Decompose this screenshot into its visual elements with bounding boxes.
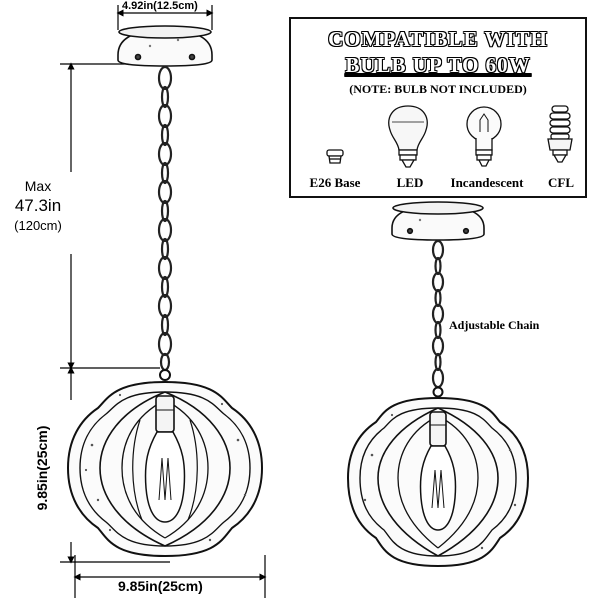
max-length-cm-label: (120cm) <box>14 218 62 233</box>
pendant-light-right <box>346 201 530 568</box>
canopy-right <box>391 201 485 241</box>
max-length-dimension <box>60 62 160 370</box>
bulb-note: (NOTE: BULB NOT INCLUDED) <box>349 82 527 96</box>
bulb-label-cfl: CFL <box>548 175 574 190</box>
bulb-label-incandescent: Incandescent <box>450 175 524 190</box>
led-bulb-icon <box>388 105 428 168</box>
shade-width-dimension <box>73 555 267 598</box>
max-length-label: 47.3in <box>14 196 62 215</box>
shade-height-label: 9.85in(25cm) <box>34 425 50 511</box>
canopy-width-dimension <box>116 5 214 30</box>
pendant-light-left <box>66 25 264 558</box>
shade-height-dimension <box>60 366 170 564</box>
e26-base-icon <box>326 149 344 164</box>
compat-title-line2: BULB UP TO 60W <box>345 53 531 77</box>
canopy-width-label: 4.92in(12.5cm) <box>122 0 198 12</box>
chain-left <box>157 65 173 372</box>
bulb-compatibility-panel: COMPATIBLE WITH BULB UP TO 60W (NOTE: BU… <box>289 17 587 198</box>
cage-left <box>66 369 264 558</box>
bulb-label-e26: E26 Base <box>309 175 361 190</box>
max-label: Max <box>24 178 52 194</box>
shade-width-label: 9.85in(25cm) <box>118 578 203 594</box>
chain-right <box>431 239 445 389</box>
compat-title-line1: COMPATIBLE WITH <box>328 27 548 51</box>
incandescent-bulb-icon <box>466 106 502 167</box>
canopy-left <box>117 25 213 67</box>
adjustable-chain-label: Adjustable Chain <box>449 318 540 332</box>
bulb-label-led: LED <box>396 175 424 190</box>
cfl-bulb-icon <box>547 105 573 163</box>
cage-right <box>346 386 530 568</box>
